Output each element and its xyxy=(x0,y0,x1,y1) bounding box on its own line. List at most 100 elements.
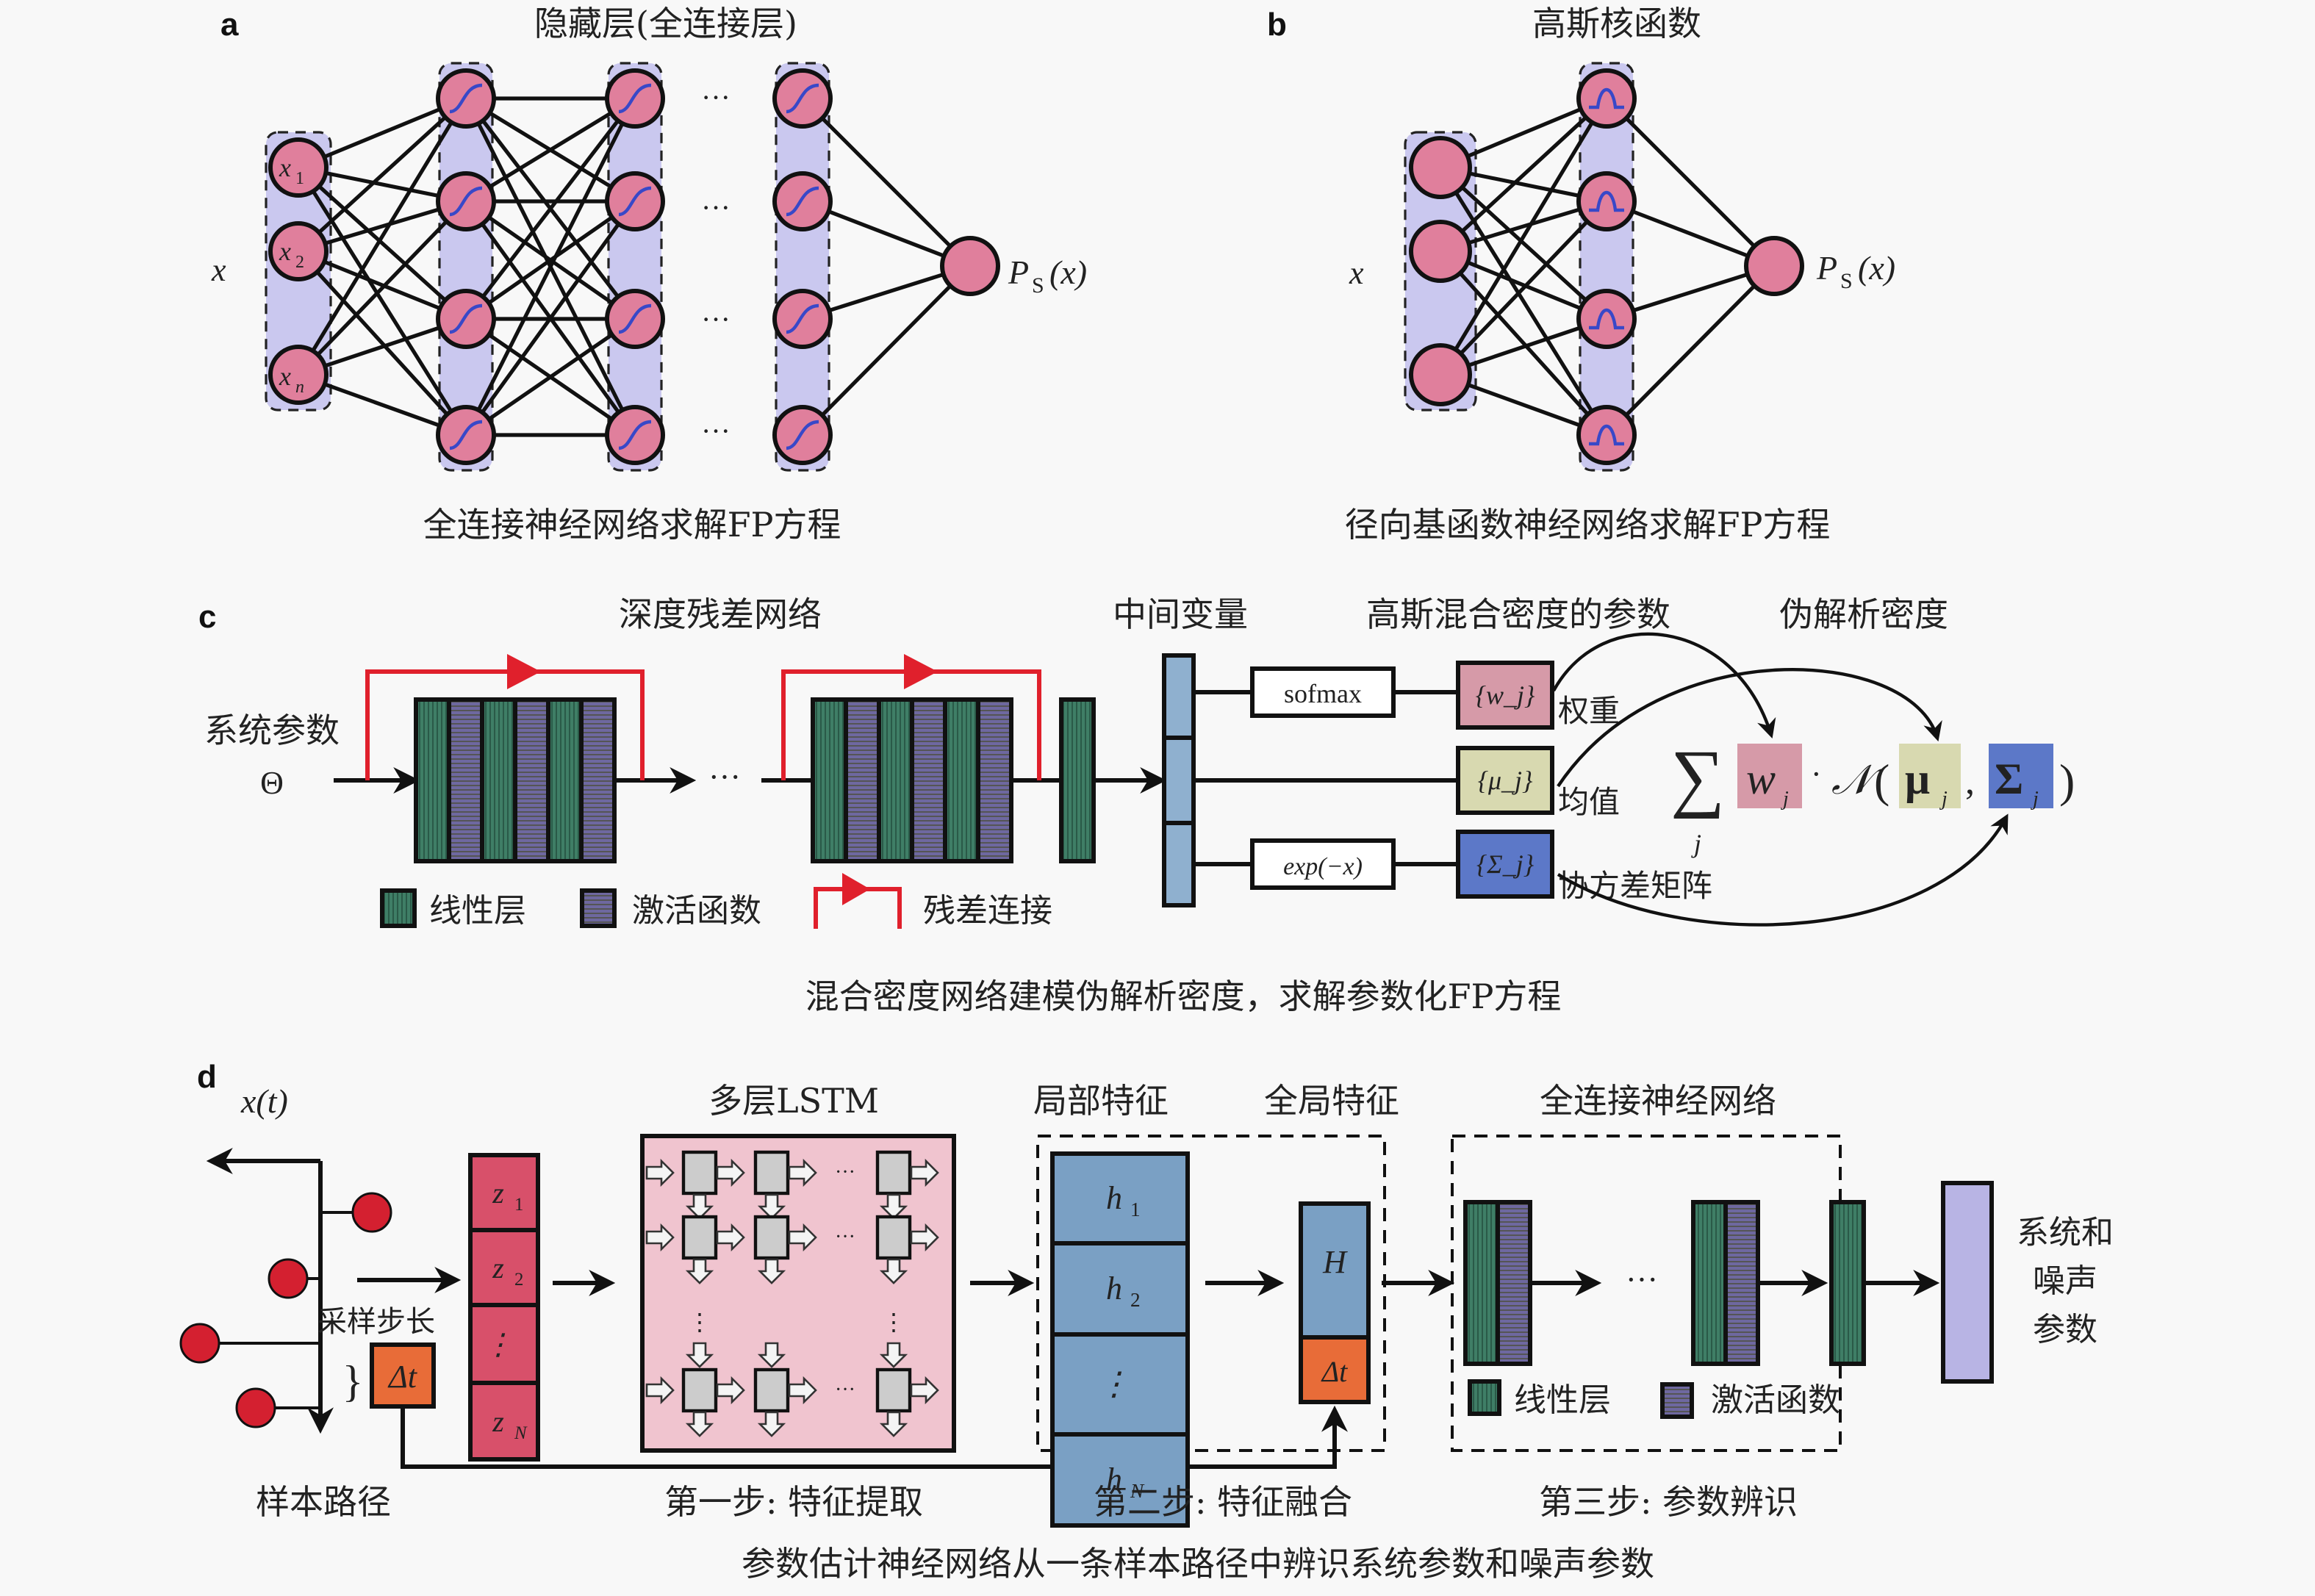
lstm-arrow xyxy=(910,1158,939,1187)
residual-block xyxy=(414,697,617,863)
weights-param xyxy=(1456,661,1554,730)
sampling-step-label: 采样步长 xyxy=(317,1305,435,1339)
caption-b: 径向基函数神经网络求解FP方程 xyxy=(1345,505,1831,544)
sigmoid-curve xyxy=(786,83,819,114)
h-symbol: h xyxy=(1106,1462,1122,1498)
panel-label-a: a xyxy=(220,7,239,43)
neurons xyxy=(1409,68,1804,465)
output-neuron xyxy=(1744,236,1804,296)
lstm-cell xyxy=(753,1150,790,1196)
svg-text:μ: μ xyxy=(1905,755,1930,803)
connection xyxy=(801,97,972,267)
z-symbol: z xyxy=(492,1251,504,1284)
activation-layer xyxy=(579,697,617,863)
connection xyxy=(297,250,467,436)
svg-text:j: j xyxy=(2031,788,2039,810)
lstm-arrow xyxy=(685,1411,714,1437)
softmax-label: sofmax xyxy=(1284,679,1362,708)
panel-label-d: d xyxy=(197,1059,217,1095)
connection xyxy=(1439,250,1608,436)
linear-layer xyxy=(811,697,848,863)
input-neuron xyxy=(268,221,329,281)
h-subscript: N xyxy=(1130,1480,1145,1502)
caption-a: 全连接神经网络求解FP方程 xyxy=(423,505,841,544)
connection xyxy=(1438,97,1609,376)
input-neuron xyxy=(268,137,329,198)
h-cell xyxy=(1050,1332,1190,1437)
header-global-features: 全局特征 xyxy=(1264,1081,1399,1121)
rbf-neuron xyxy=(1576,171,1637,231)
step-1-label: 第一步: 特征提取 xyxy=(664,1482,923,1522)
h-symbol: h xyxy=(1106,1270,1122,1306)
svg-text:,: , xyxy=(1965,761,1975,802)
lstm-arrow xyxy=(685,1258,714,1284)
activation-layer xyxy=(910,697,947,863)
gaussian-curve xyxy=(1589,425,1624,446)
ellipsis: ··· xyxy=(701,414,731,447)
connection xyxy=(1605,97,1776,267)
gaussian-curve xyxy=(1589,88,1624,109)
step-2-label: 第二步: 特征融合 xyxy=(1094,1482,1352,1522)
vertical-ellipsis: ⋮ xyxy=(688,1309,711,1335)
dt-symbol: Δt xyxy=(1321,1355,1348,1388)
linear-layer xyxy=(414,697,451,863)
linear-layer xyxy=(546,697,584,863)
connection xyxy=(464,96,636,204)
h-symbol: ⋮ xyxy=(1098,1366,1130,1402)
ellipsis: ··· xyxy=(701,303,731,336)
legend-linear-swatch xyxy=(380,888,417,928)
svg-text:·: · xyxy=(1811,756,1822,792)
gaussian-curve xyxy=(1589,191,1624,212)
vertical-ellipsis: ⋮ xyxy=(882,1309,905,1335)
legend-residual-label: 残差连接 xyxy=(923,892,1052,930)
gaussian-kernel-title: 高斯核函数 xyxy=(1532,4,1701,43)
h-subscript: 1 xyxy=(1130,1198,1141,1221)
output-label: P S (x) xyxy=(1816,249,1895,293)
sigmoid-curve xyxy=(618,303,652,334)
lstm-arrow xyxy=(645,1223,675,1252)
global-feature-dt xyxy=(1299,1335,1371,1404)
connection xyxy=(297,200,467,376)
activation-layer xyxy=(1723,1200,1760,1366)
lstm-arrow xyxy=(757,1193,786,1220)
linear-layer xyxy=(1059,697,1096,863)
legend-linear-label: 线性层 xyxy=(429,892,526,930)
lstm-cell xyxy=(875,1150,912,1196)
hidden-neuron xyxy=(436,171,496,231)
z-cell xyxy=(468,1228,540,1307)
panel-label-c: c xyxy=(198,599,216,635)
lstm-cell xyxy=(875,1215,912,1260)
lstm-cell xyxy=(875,1367,912,1413)
hidden-neuron xyxy=(605,171,665,231)
activation-layer xyxy=(1496,1200,1532,1366)
svg-text:P: P xyxy=(1816,249,1837,287)
lstm-arrow xyxy=(788,1376,817,1405)
svg-text:2: 2 xyxy=(295,253,304,272)
output-label-line: 系统和 xyxy=(2017,1214,2114,1251)
step-3-label: 第三步: 参数辨识 xyxy=(1539,1482,1798,1522)
input-var-x: x xyxy=(1349,255,1364,291)
input-var-x: x xyxy=(211,252,226,288)
connection xyxy=(464,200,637,436)
ellipsis: ··· xyxy=(835,1161,855,1184)
layer-column xyxy=(607,62,663,472)
lstm-arrow xyxy=(879,1193,908,1220)
gaussian-curve xyxy=(1589,309,1624,330)
legend-activation-label: 激活函数 xyxy=(1711,1381,1840,1419)
lstm-arrow xyxy=(879,1342,908,1368)
sample-path-label: 样本路径 xyxy=(256,1482,391,1522)
sample-point xyxy=(179,1323,220,1364)
weights-label: 权重 xyxy=(1558,693,1620,729)
svg-text:): ) xyxy=(2059,755,2075,807)
z-cell xyxy=(468,1153,540,1232)
hidden-neuron xyxy=(772,289,833,349)
means-symbol: {μ_j} xyxy=(1478,766,1533,795)
system-params-label: 系统参数 xyxy=(204,711,340,750)
sigmoid-curve xyxy=(449,83,483,114)
sigmoid-curve xyxy=(449,303,483,334)
exp-label: exp(−x) xyxy=(1283,853,1363,880)
sigmoid-curve xyxy=(449,186,483,217)
